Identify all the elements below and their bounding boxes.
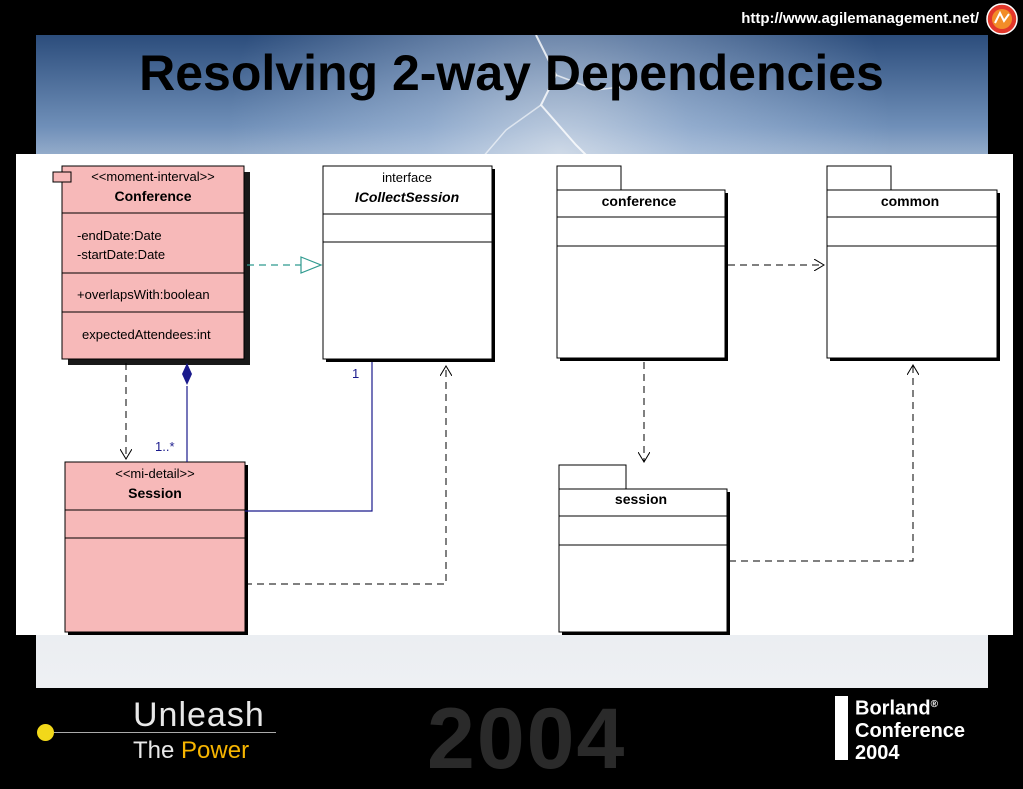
footer-bar bbox=[0, 688, 1023, 770]
brand-line-conference: Conference bbox=[855, 719, 966, 742]
multiplicity-interface: 1 bbox=[352, 366, 359, 381]
package-conference-label: conference bbox=[602, 193, 677, 209]
footer-the-power: The Power bbox=[133, 737, 249, 765]
conference-attr-startdate: -startDate:Date bbox=[77, 247, 165, 262]
session-stereotype: <<mi-detail>> bbox=[115, 466, 195, 481]
footer-the: The bbox=[133, 737, 175, 764]
session-name: Session bbox=[128, 485, 182, 501]
package-common[interactable]: common bbox=[826, 165, 1000, 361]
realization-arrow bbox=[247, 256, 323, 274]
borland-conference-brand: Borland® Conference 2004 bbox=[855, 694, 965, 764]
conference-name: Conference bbox=[114, 188, 191, 204]
brand-line-year: 2004 bbox=[855, 741, 900, 764]
package-conference[interactable]: conference bbox=[556, 165, 728, 361]
association-session-interface bbox=[245, 362, 373, 512]
icollectsession-interface[interactable]: interface ICollectSession bbox=[322, 165, 495, 362]
package-session-label: session bbox=[615, 491, 667, 507]
footer-divider bbox=[54, 732, 276, 733]
footer-power: Power bbox=[181, 737, 250, 764]
bullet-dot-icon bbox=[37, 724, 54, 741]
multiplicity-session: 1..* bbox=[155, 439, 175, 454]
conference-attr-enddate: -endDate:Date bbox=[77, 228, 162, 243]
session-class[interactable]: <<mi-detail>> Session bbox=[64, 461, 248, 635]
conference-extra-attendees: expectedAttendees:int bbox=[82, 327, 211, 342]
footer-unleash: Unleash bbox=[133, 696, 265, 734]
brand-registered: ® bbox=[930, 699, 938, 710]
agile-management-logo bbox=[986, 3, 1018, 35]
interface-stereotype: interface bbox=[382, 170, 432, 185]
brand-line-borland: Borland bbox=[855, 697, 931, 720]
uml-diagram-panel: <<moment-interval>> Conference -endDate:… bbox=[16, 154, 1013, 635]
package-common-label: common bbox=[881, 193, 939, 209]
composition-association bbox=[182, 363, 192, 462]
borland-logo-strip bbox=[835, 696, 848, 760]
dependency-session-to-interface bbox=[245, 366, 446, 585]
package-session[interactable]: session bbox=[558, 464, 730, 635]
uml-diagram: <<moment-interval>> Conference -endDate:… bbox=[52, 165, 1000, 635]
slide-title: Resolving 2-way Dependencies bbox=[139, 45, 884, 101]
footer-year: 2004 bbox=[427, 691, 627, 787]
lightning-decoration bbox=[475, 35, 637, 165]
conference-stereotype: <<moment-interval>> bbox=[91, 169, 215, 184]
dependency-session-to-common bbox=[729, 365, 913, 562]
interface-name: ICollectSession bbox=[355, 189, 459, 205]
conference-op-overlaps: +overlapsWith:boolean bbox=[77, 287, 210, 302]
header-url[interactable]: http://www.agilemanagement.net/ bbox=[741, 10, 979, 27]
conference-class[interactable]: <<moment-interval>> Conference -endDate:… bbox=[52, 165, 250, 365]
